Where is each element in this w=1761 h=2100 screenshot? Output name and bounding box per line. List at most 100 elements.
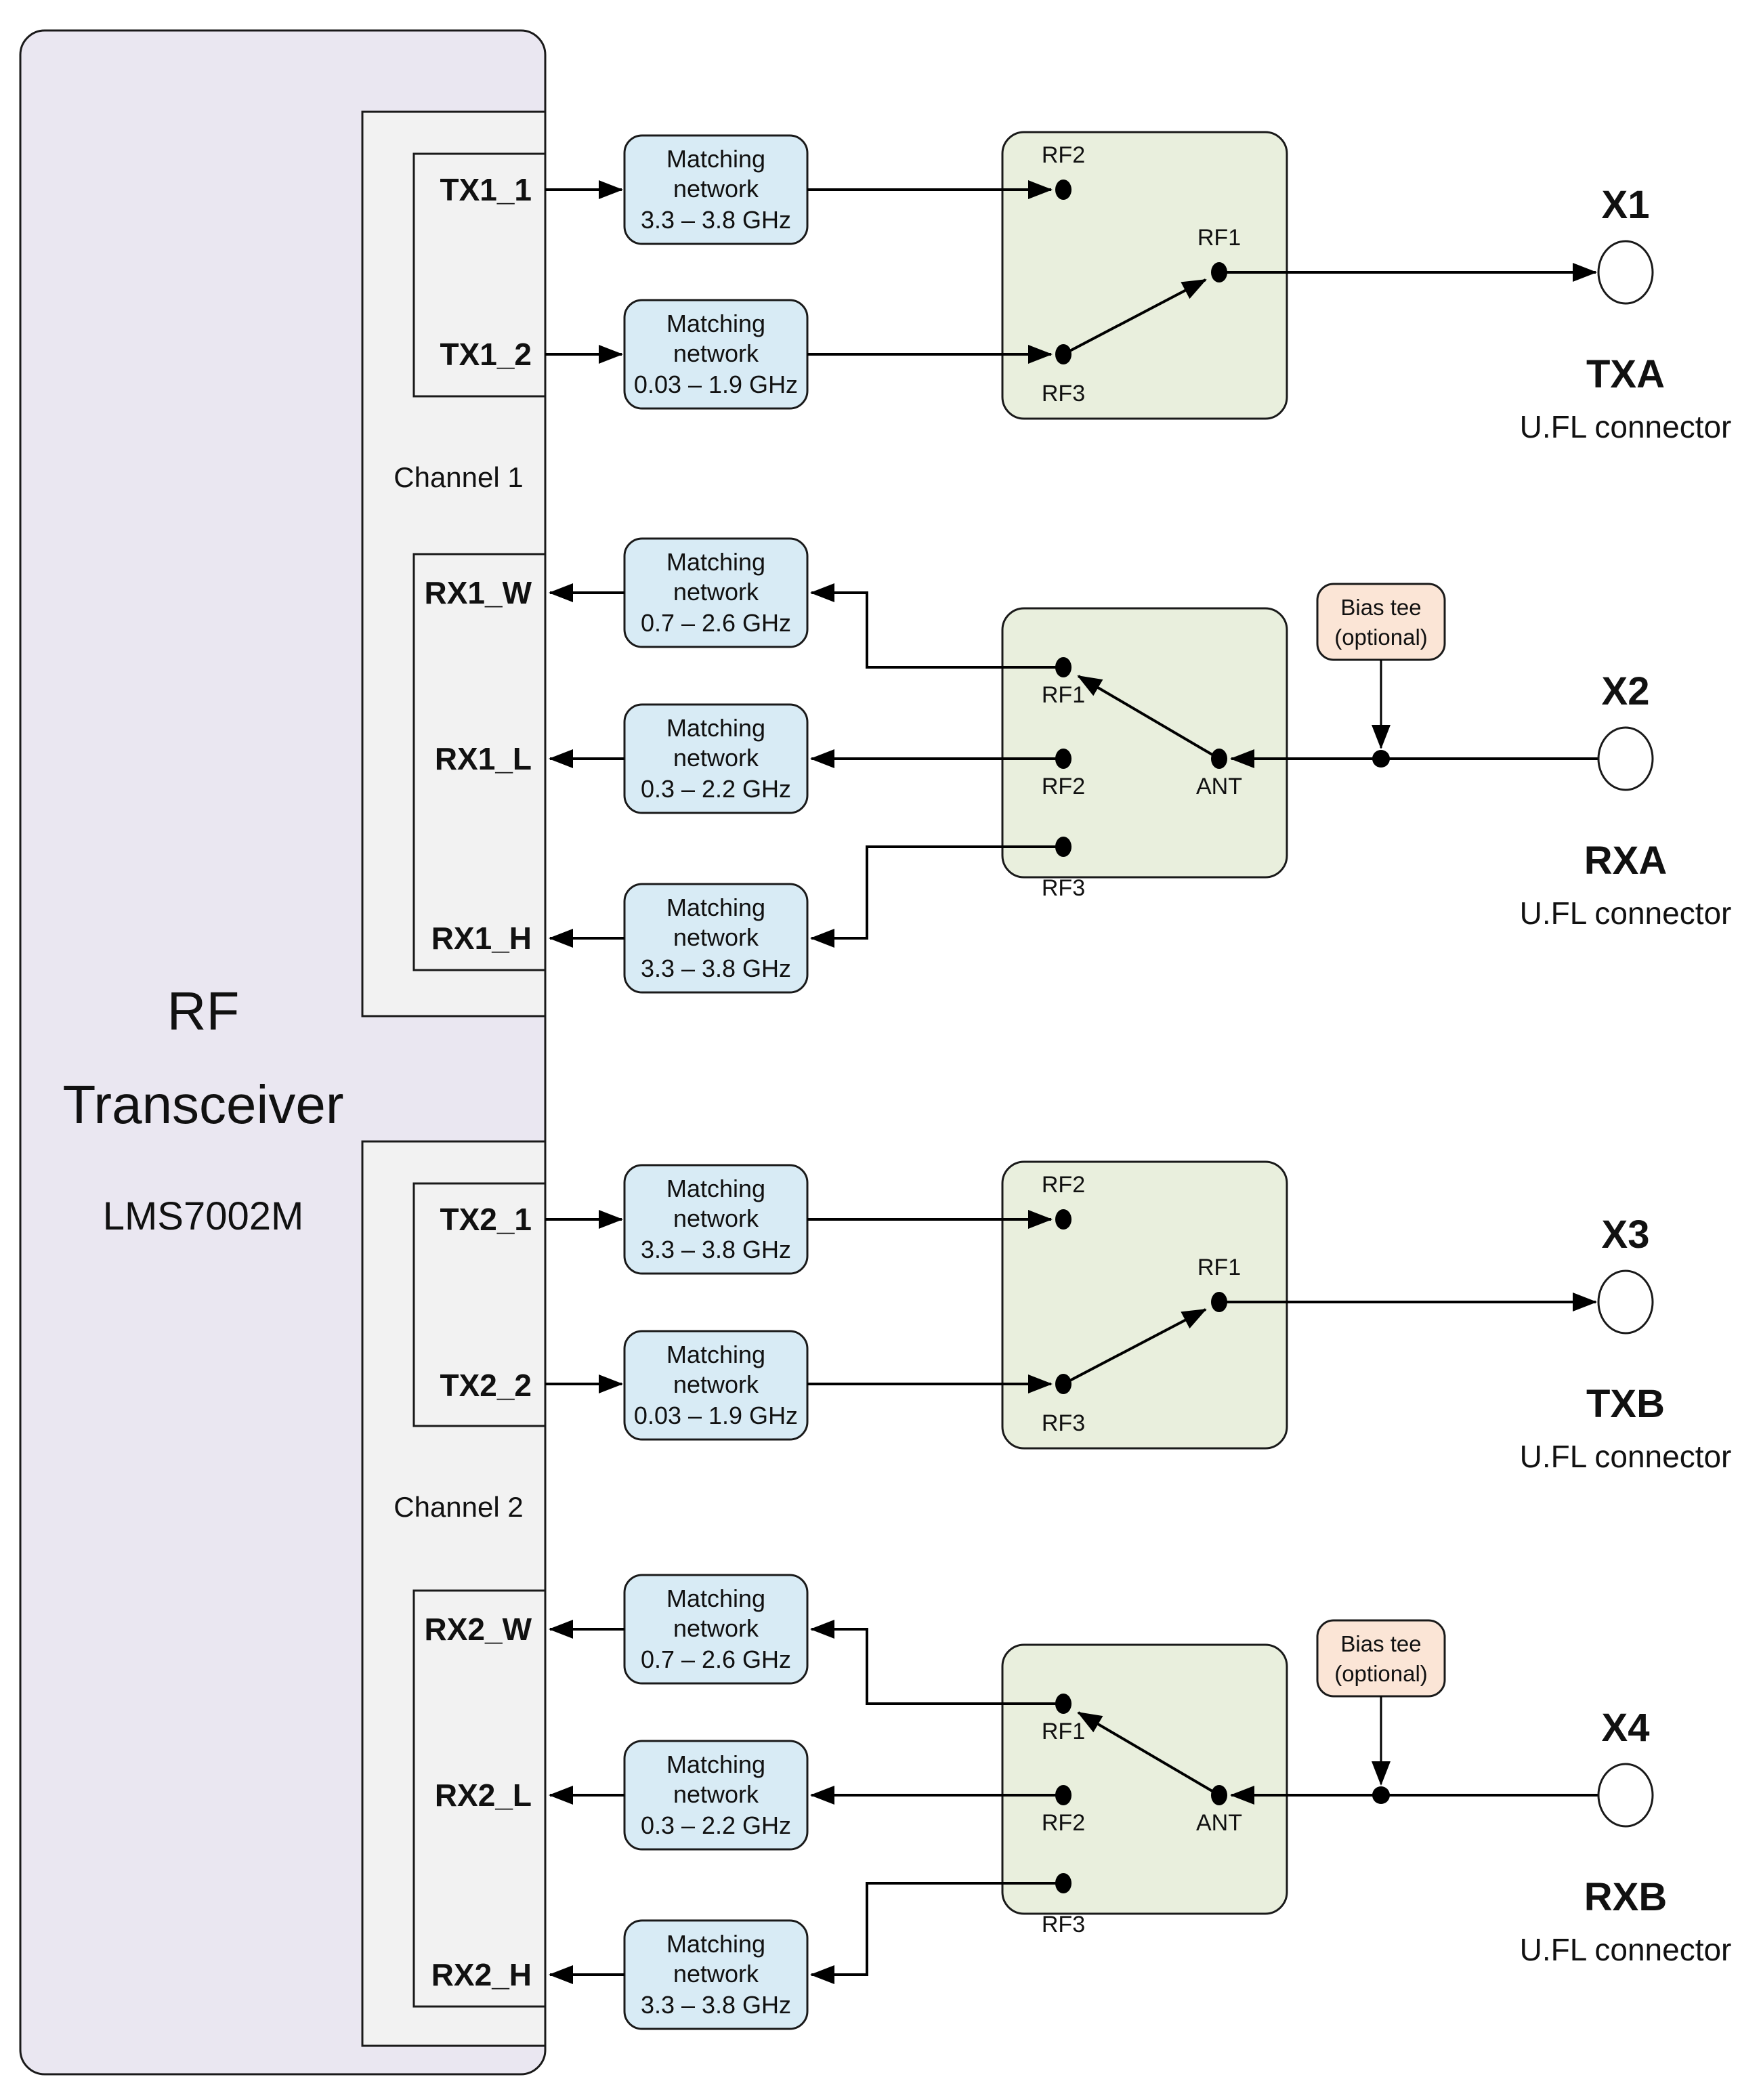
bias-tee-1: Bias tee (optional) [1316, 583, 1446, 768]
mn-rx2-wide-line1: Matching [666, 1584, 765, 1612]
tx-switch-2-box [1001, 1160, 1288, 1450]
mn-tx1-high-freq: 3.3 – 3.8 GHz [641, 206, 791, 234]
mn-tx1-low-freq: 0.03 – 1.9 GHz [634, 371, 798, 398]
mn-rx1-low-freq: 0.3 – 2.2 GHz [641, 775, 791, 803]
tx-switch-1: RF2 RF1 RF3 [1001, 131, 1288, 420]
tx-switch-2: RF2 RF1 RF3 [1001, 1160, 1288, 1450]
bias-tee-2: Bias tee (optional) [1316, 1619, 1446, 1804]
connector-x2: X2 RXA U.FL connector [1520, 669, 1732, 931]
mn-rx1-low-line1: Matching [666, 714, 765, 742]
rx-switch-1-ant-label: ANT [1196, 774, 1242, 799]
mn-rx1-wide-line1: Matching [666, 548, 765, 576]
mn-tx2-low-freq: 0.03 – 1.9 GHz [634, 1402, 798, 1429]
transceiver-model-label: LMS7002M [103, 1194, 304, 1238]
channel-2-rx-ports-block [412, 1589, 547, 2008]
mn-rx1-wide-line2: network [673, 578, 759, 606]
connector-x3: X3 TXB U.FL connector [1520, 1213, 1732, 1474]
mn-rx1-high-line1: Matching [666, 894, 765, 921]
tx-switch-1-rf3-label: RF3 [1042, 381, 1085, 406]
port-label-tx2-1: TX2_1 [440, 1202, 532, 1237]
tx-switch-2-rf2-node [1055, 1209, 1072, 1230]
connector-x2-name: RXA [1584, 839, 1667, 883]
bias-tee-1-junction-dot [1372, 750, 1390, 768]
mn-tx2-high-line2: network [673, 1204, 759, 1232]
wire-rf1-to-mn-rx1w [810, 583, 1063, 669]
transceiver-title-line1: RF [167, 981, 240, 1041]
mn-tx1-low-line1: Matching [666, 310, 765, 337]
tx-switch-1-box [1001, 131, 1288, 420]
rx-switch-1-rf1-label: RF1 [1042, 682, 1085, 708]
connector-x2-type: U.FL connector [1520, 896, 1732, 931]
rx-switch-2-rf3-label: RF3 [1042, 1912, 1085, 1937]
mn-rx2-low-line2: network [673, 1780, 759, 1808]
connector-x3-circle [1597, 1269, 1654, 1335]
mn-rx2-high-freq: 3.3 – 3.8 GHz [641, 1991, 791, 2019]
mn-rx2-low-freq: 0.3 – 2.2 GHz [641, 1811, 791, 1839]
mn-tx2-low-line1: Matching [666, 1341, 765, 1368]
wire-rf3-to-mn-rx2h [810, 1882, 1063, 1984]
transceiver-title-line2: Transceiver [63, 1074, 344, 1135]
channel-2-group: Channel 2 TX2_1 TX2_2 RX2_W RX2_L RX2_H [361, 1140, 547, 2047]
tx-switch-2-rf2-label: RF2 [1042, 1172, 1085, 1198]
channel-1-group: Channel 1 TX1_1 TX1_2 RX1_W RX1_L RX1_H [361, 110, 547, 1017]
bias-tee-2-line2: (optional) [1334, 1661, 1428, 1686]
port-label-tx1-2: TX1_2 [440, 337, 532, 372]
connector-x2-id: X2 [1602, 669, 1650, 713]
mn-tx1-high-line1: Matching [666, 145, 765, 173]
rx-switch-1-throw [1077, 675, 1221, 760]
mn-rx2-wide-freq: 0.7 – 2.6 GHz [641, 1645, 791, 1673]
connector-x4-circle [1597, 1763, 1654, 1828]
bias-tee-2-line1: Bias tee [1340, 1631, 1421, 1656]
mn-rx2-wide-line2: network [673, 1614, 759, 1642]
connector-x3-name: TXB [1586, 1382, 1665, 1426]
tx-switch-2-rf3-label: RF3 [1042, 1410, 1085, 1436]
tx-switch-1-rf1-label: RF1 [1197, 225, 1241, 251]
channel-2-wires [545, 1210, 1598, 1984]
wire-rf3-to-mn-rx1h [810, 845, 1063, 948]
rx-switch-2-box [1001, 1643, 1288, 1915]
mn-tx2-high-line1: Matching [666, 1175, 765, 1202]
channel-2-tx-ports-block [412, 1182, 547, 1427]
tx-switch-1-rf2-label: RF2 [1042, 142, 1085, 168]
bias-tee-1-line2: (optional) [1334, 625, 1428, 650]
mn-rx1-high-line2: network [673, 923, 759, 951]
connector-x1-name: TXA [1586, 352, 1665, 396]
connector-x4: X4 RXB U.FL connector [1520, 1706, 1732, 1967]
tx-switch-2-rf1-label: RF1 [1197, 1255, 1241, 1280]
rx-switch-1-box [1001, 607, 1288, 879]
mn-rx1-wide-freq: 0.7 – 2.6 GHz [641, 609, 791, 637]
connector-x4-id: X4 [1602, 1706, 1650, 1750]
channel-1-label: Channel 1 [394, 461, 523, 493]
rx-switch-2-rf1-label: RF1 [1042, 1719, 1085, 1744]
connector-x3-type: U.FL connector [1520, 1439, 1732, 1474]
mn-tx1-low-line2: network [673, 339, 759, 367]
mn-rx1-high-freq: 3.3 – 3.8 GHz [641, 954, 791, 982]
port-label-rx2-l: RX2_L [435, 1778, 532, 1813]
tx-switch-1-rf2-node [1055, 180, 1072, 200]
channel-2-label: Channel 2 [394, 1491, 523, 1523]
rx-switch-2-ant-label: ANT [1196, 1810, 1242, 1836]
mn-rx2-high-line2: network [673, 1960, 759, 1988]
port-label-rx1-w: RX1_W [425, 575, 532, 610]
connector-x2-circle [1597, 726, 1654, 791]
port-label-rx1-h: RX1_H [431, 921, 532, 956]
rx-switch-2: RF1 RF2 RF3 ANT [1001, 1643, 1288, 1937]
mn-rx1-low-line2: network [673, 744, 759, 772]
mn-tx2-high-freq: 3.3 – 3.8 GHz [641, 1236, 791, 1263]
mn-rx2-high-line1: Matching [666, 1930, 765, 1958]
connector-x3-id: X3 [1602, 1213, 1650, 1257]
channel-1-wires [545, 180, 1598, 948]
rx-switch-1: RF1 RF2 RF3 ANT [1001, 607, 1288, 901]
connector-x4-name: RXB [1584, 1875, 1667, 1919]
channel-1-matching-networks: Matching network 3.3 – 3.8 GHz Matching … [623, 134, 809, 994]
port-label-tx2-2: TX2_2 [440, 1368, 532, 1403]
mn-tx2-low-line2: network [673, 1370, 759, 1398]
mn-tx1-high-line2: network [673, 175, 759, 203]
connector-x1-id: X1 [1602, 183, 1650, 227]
channel-1-tx-ports-block [412, 152, 547, 398]
channel-2-matching-networks: Matching network 3.3 – 3.8 GHz Matching … [623, 1164, 809, 2030]
rx-switch-2-rf2-label: RF2 [1042, 1810, 1085, 1836]
rx-switch-2-throw [1077, 1711, 1221, 1797]
